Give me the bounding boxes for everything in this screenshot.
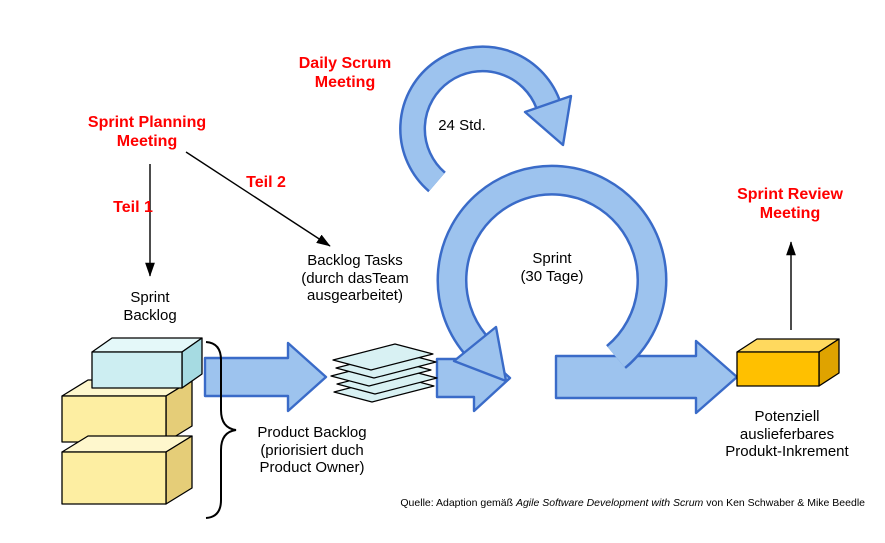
- sprint-loop: [436, 164, 668, 383]
- product-increment-box: [736, 338, 840, 387]
- grouping-brace: [205, 341, 237, 519]
- flow-arrow-right: [554, 339, 739, 415]
- daily-scrum-meeting-label: Daily Scrum Meeting: [298, 55, 392, 91]
- source-citation-book-title: Agile Software Development with Scrum: [515, 497, 704, 509]
- sprint-backlog-stack: [61, 337, 203, 505]
- teil2-arrow: [185, 151, 331, 247]
- backlog-tasks-label: Backlog Tasks (durch dasTeam ausgearbeit…: [301, 252, 409, 305]
- product-backlog-label: Product Backlog (priorisiert duch Produc…: [257, 424, 367, 477]
- teil-1-label: Teil 1: [113, 199, 153, 216]
- source-citation-suffix: von Ken Schwaber & Mike Beedle: [703, 497, 865, 509]
- teil-2-label: Teil 2: [246, 174, 286, 191]
- backlog-tasks-papers: [330, 343, 438, 403]
- source-citation-prefix: Quelle: Adaption gemäß: [400, 497, 516, 509]
- daily-cycle-duration-label: 24 Std.: [438, 117, 486, 134]
- source-citation: Quelle: Adaption gemäß Agile Software De…: [400, 497, 865, 509]
- product-increment-label: Potenziell auslieferbares Produkt-Inkrem…: [725, 408, 849, 461]
- sprint-planning-meeting-label: Sprint Planning Meeting: [87, 114, 207, 150]
- flow-arrow-left: [203, 341, 328, 413]
- sprint-duration-label: Sprint (30 Tage): [520, 250, 584, 285]
- sprint-review-meeting-label: Sprint Review Meeting: [737, 186, 843, 222]
- sprint-backlog-label: Sprint Backlog: [123, 289, 177, 324]
- daily-scrum-loop: [399, 45, 573, 193]
